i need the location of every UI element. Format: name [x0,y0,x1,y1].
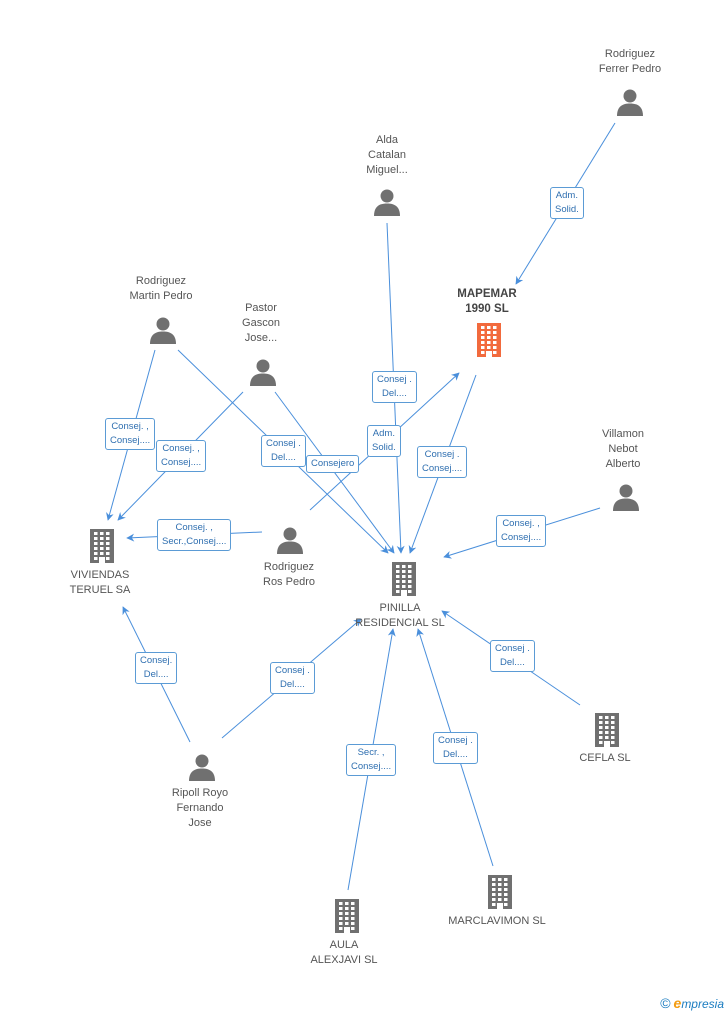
node-label-ripoll-royo[interactable]: Ripoll Royo Fernando Jose [171,787,229,829]
person-icon-villamon-nebot[interactable] [611,482,641,517]
edge-label-cefla-to-pinilla[interactable]: Consej . Del.... [490,640,535,672]
footer-brand: ©empresia [660,995,724,1011]
copyright-symbol: © [660,995,671,1011]
edge-label-marclavimon-to-pinilla[interactable]: Consej . Del.... [433,732,478,764]
node-label-cefla[interactable]: CEFLA SL [579,752,631,764]
edge-label-rodriguez-martin-to-pinilla[interactable]: Consej . Del.... [261,435,306,467]
node-label-mapemar[interactable]: MAPEMAR 1990 SL [457,288,517,315]
building-icon-aula-alexjavi[interactable] [332,898,362,939]
edge-label-villamon-nebot-to-pinilla[interactable]: Consej. , Consej.... [496,515,547,547]
person-icon-ripoll-royo[interactable] [187,752,217,787]
node-label-aula-alexjavi[interactable]: AULA ALEXJAVI SL [310,939,378,966]
node-label-rodriguez-martin[interactable]: Rodriguez Martin Pedro [129,275,193,302]
node-label-rodriguez-ros[interactable]: Rodriguez Ros Pedro [263,561,315,588]
edge-label-rodriguez-martin-to-viviendas-teruel[interactable]: Consej. , Consej.... [105,418,156,450]
person-icon-pastor-gascon[interactable] [248,357,278,392]
node-label-pinilla[interactable]: PINILLA RESIDENCIAL SL [355,602,445,629]
node-label-rodriguez-ferrer[interactable]: Rodriguez Ferrer Pedro [598,48,662,75]
node-label-pastor-gascon[interactable]: Pastor Gascon Jose... [242,302,280,344]
brand-logo-text: mpresia [681,997,724,1011]
building-icon-mapemar[interactable] [474,322,504,363]
edge-label-rodriguez-ros-to-viviendas-teruel[interactable]: Consej. , Secr.,Consej.... [157,519,232,551]
edge-label-pastor-gascon-to-viviendas-teruel[interactable]: Consej. , Consej.... [156,440,207,472]
node-label-villamon-nebot[interactable]: Villamon Nebot Alberto [602,428,644,470]
edge-label-ripoll-royo-to-viviendas-teruel[interactable]: Consej. Del.... [135,652,178,684]
person-icon-alda-catalan[interactable] [372,187,402,222]
brand-logo-initial: e [673,995,682,1011]
building-icon-cefla[interactable] [592,712,622,753]
edge-label-rodriguez-ferrer-to-mapemar[interactable]: Adm. Solid. [550,187,584,219]
edge-label-alda-catalan-to-pinilla[interactable]: Consej . Del.... [372,371,417,403]
person-icon-rodriguez-ros[interactable] [275,525,305,560]
building-icon-pinilla[interactable] [389,561,419,602]
building-icon-viviendas-teruel[interactable] [87,528,117,569]
edge-label-aula-alexjavi-to-pinilla[interactable]: Secr. , Consej.... [346,744,397,776]
node-label-marclavimon[interactable]: MARCLAVIMON SL [448,915,546,927]
edge-label-mapemar-to-pinilla[interactable]: Consej . Consej.... [417,446,468,478]
node-label-viviendas-teruel[interactable]: VIVIENDAS TERUEL SA [69,569,131,596]
edge-label-ripoll-royo-to-pinilla[interactable]: Consej . Del.... [270,662,315,694]
edge-label-rodriguez-ros-to-mapemar[interactable]: Adm. Solid. [367,425,401,457]
person-icon-rodriguez-martin[interactable] [148,315,178,350]
person-icon-rodriguez-ferrer[interactable] [615,87,645,122]
node-label-alda-catalan[interactable]: Alda Catalan Miguel... [366,134,408,176]
edge-label-pastor-gascon-to-pinilla[interactable]: Consejero [306,455,360,473]
building-icon-marclavimon[interactable] [485,874,515,915]
